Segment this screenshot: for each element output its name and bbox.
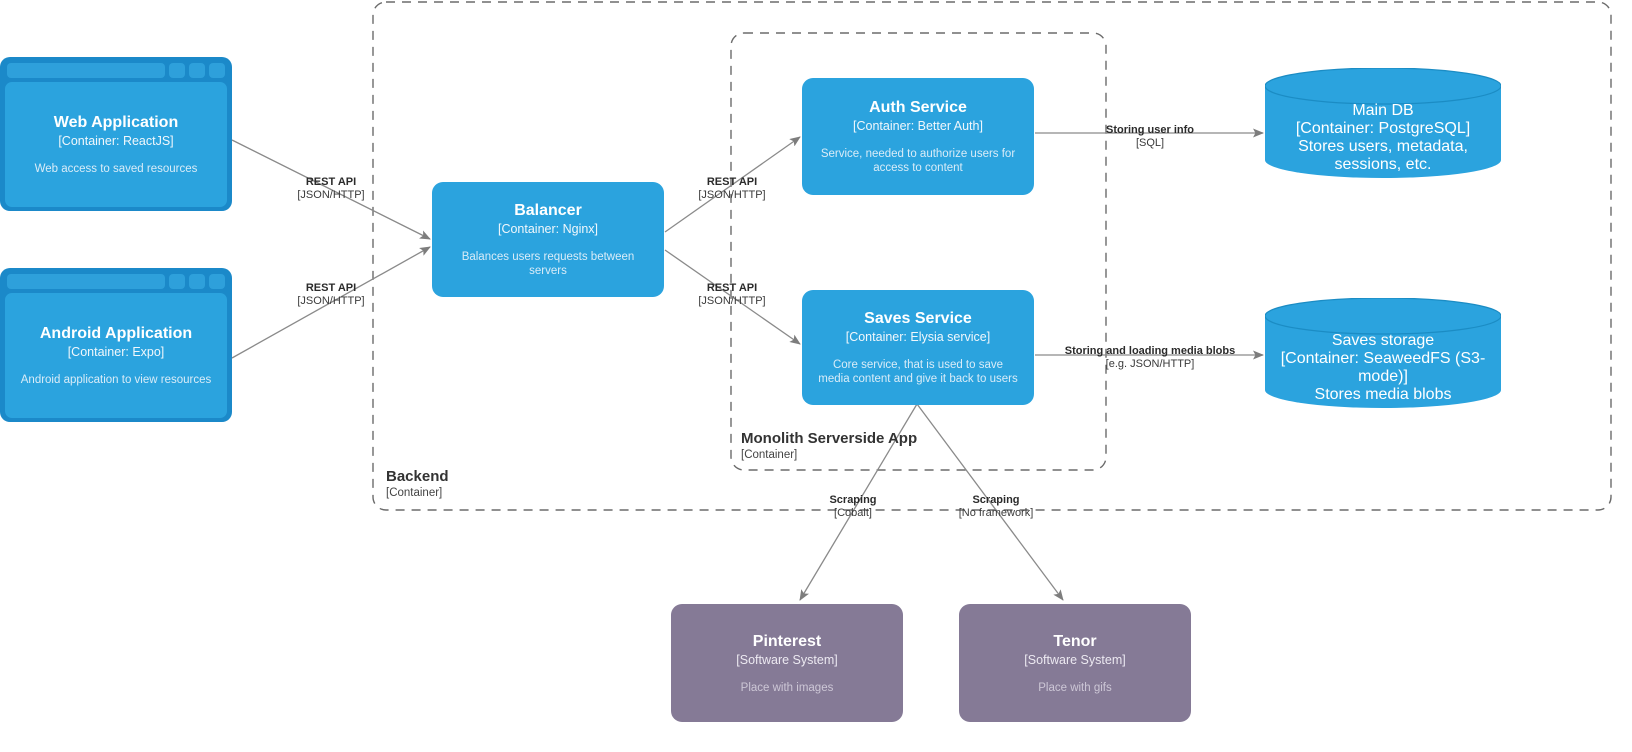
edge-label-title: REST API xyxy=(305,176,357,188)
node-pinterest[interactable]: Pinterest [Software System] Place with i… xyxy=(671,604,903,722)
node-pinterest-desc: Place with images xyxy=(740,681,834,694)
edge-label-tech: [No framework] xyxy=(958,507,1034,519)
node-saves-service-title: Saves Service xyxy=(864,310,972,327)
edge-label-saves-to-pinterest: Scraping [Cobalt] xyxy=(790,494,916,520)
edge-label-title: REST API xyxy=(706,282,758,294)
browser-button-1 xyxy=(169,273,185,289)
node-auth-service-title: Auth Service xyxy=(869,99,967,116)
edge-label-title: Storing and loading media blobs xyxy=(1064,345,1236,357)
browser-button-1 xyxy=(169,62,185,78)
edge-label-auth-to-maindb: Storing user info [SQL] xyxy=(1079,124,1221,150)
main-db-cylinder-shape xyxy=(1265,68,1501,178)
node-auth-service-tech: [Container: Better Auth] xyxy=(853,119,983,133)
edge-label-tech: [JSON/HTTP] xyxy=(297,189,365,201)
node-saves-service[interactable]: Saves Service [Container: Elysia service… xyxy=(802,290,1034,405)
boundary-backend-tech: [Container] xyxy=(386,487,443,499)
edge-label-tech: [e.g. JSON/HTTP] xyxy=(1105,358,1195,370)
node-saves-storage-text: Saves storage [Container: SeaweedFS (S3-… xyxy=(1265,328,1501,408)
node-saves-storage-tech: [Container: SeaweedFS (S3-mode)] xyxy=(1280,350,1486,385)
edge-label-title: Scraping xyxy=(972,494,1020,506)
browser-address-bar xyxy=(7,273,165,289)
browser-address-bar xyxy=(7,62,165,78)
node-auth-service[interactable]: Auth Service [Container: Better Auth] Se… xyxy=(802,78,1034,195)
browser-button-3 xyxy=(209,273,225,289)
edge-label-tech: [SQL] xyxy=(1135,137,1165,149)
node-balancer[interactable]: Balancer [Container: Nginx] Balances use… xyxy=(432,182,664,297)
node-main-db-text: Main DB [Container: PostgreSQL] Stores u… xyxy=(1265,98,1501,178)
boundary-label-monolith: Monolith Serverside App [Container] xyxy=(741,430,917,462)
node-web-application-tech: [Container: ReactJS] xyxy=(58,134,174,148)
node-balancer-title: Balancer xyxy=(514,202,582,219)
node-tenor-tech: [Software System] xyxy=(1024,652,1126,667)
edge-label-title: Scraping xyxy=(829,494,877,506)
edge-label-web-to-balancer: REST API [JSON/HTTP] xyxy=(260,176,402,202)
boundary-backend-title: Backend xyxy=(386,468,449,485)
saves-storage-cylinder-shape xyxy=(1265,298,1501,408)
node-saves-storage[interactable]: Saves storage [Container: SeaweedFS (S3-… xyxy=(1265,298,1501,408)
node-auth-service-desc: Service, needed to authorize users for a… xyxy=(820,148,1016,174)
node-main-db-tech: [Container: PostgreSQL] xyxy=(1295,120,1471,137)
node-saves-service-desc: Core service, that is used to save media… xyxy=(818,359,1018,385)
node-saves-storage-desc: Stores media blobs xyxy=(1314,386,1452,403)
edge-label-saves-to-tenor: Scraping [No framework] xyxy=(933,494,1059,520)
node-tenor-desc: Place with gifs xyxy=(1038,681,1112,694)
browser-button-2 xyxy=(189,62,205,78)
edge-label-saves-to-storage: Storing and loading media blobs [e.g. JS… xyxy=(1039,345,1261,371)
edge-label-balancer-to-saves: REST API [JSON/HTTP] xyxy=(661,282,803,308)
node-android-application[interactable]: Android Application [Container: Expo] An… xyxy=(0,268,232,422)
node-main-db-desc: Stores users, metadata, sessions, etc. xyxy=(1298,138,1468,173)
edge-label-title: REST API xyxy=(305,282,357,294)
browser-chrome-android xyxy=(5,273,227,293)
node-balancer-desc: Balances users requests between servers xyxy=(461,251,635,277)
node-pinterest-title: Pinterest xyxy=(752,632,822,650)
node-android-application-tech: [Container: Expo] xyxy=(67,345,165,359)
node-web-application-title: Web Application xyxy=(53,114,179,131)
node-android-application-desc: Android application to view resources xyxy=(20,374,212,386)
node-android-application-body: Android Application [Container: Expo] An… xyxy=(5,293,227,418)
edge-label-balancer-to-auth: REST API [JSON/HTTP] xyxy=(661,176,803,202)
edge-label-tech: [JSON/HTTP] xyxy=(698,189,766,201)
node-balancer-tech: [Container: Nginx] xyxy=(497,222,599,236)
edge-label-android-to-balancer: REST API [JSON/HTTP] xyxy=(260,282,402,308)
node-tenor[interactable]: Tenor [Software System] Place with gifs xyxy=(959,604,1191,722)
node-main-db-title: Main DB xyxy=(1352,102,1414,119)
node-saves-service-tech: [Container: Elysia service] xyxy=(845,330,991,344)
edge-label-tech: [JSON/HTTP] xyxy=(698,295,766,307)
browser-button-2 xyxy=(189,273,205,289)
node-tenor-title: Tenor xyxy=(1053,632,1097,650)
boundary-label-backend: Backend [Container] xyxy=(386,468,449,500)
node-main-db[interactable]: Main DB [Container: PostgreSQL] Stores u… xyxy=(1265,68,1501,178)
boundary-monolith-tech: [Container] xyxy=(741,449,798,461)
edge-label-title: Storing user info xyxy=(1106,124,1194,136)
node-android-application-title: Android Application xyxy=(39,325,193,342)
browser-button-3 xyxy=(209,62,225,78)
node-pinterest-tech: [Software System] xyxy=(736,652,838,667)
edge-label-tech: [Cobalt] xyxy=(834,507,872,519)
node-web-application-desc: Web access to saved resources xyxy=(34,163,198,175)
node-web-application[interactable]: Web Application [Container: ReactJS] Web… xyxy=(0,57,232,211)
browser-chrome-web xyxy=(5,62,227,82)
edge-label-tech: [JSON/HTTP] xyxy=(297,295,365,307)
boundary-monolith-title: Monolith Serverside App xyxy=(741,430,918,447)
edge-label-title: REST API xyxy=(706,176,758,188)
node-saves-storage-title: Saves storage xyxy=(1331,332,1435,349)
node-web-application-body: Web Application [Container: ReactJS] Web… xyxy=(5,82,227,207)
